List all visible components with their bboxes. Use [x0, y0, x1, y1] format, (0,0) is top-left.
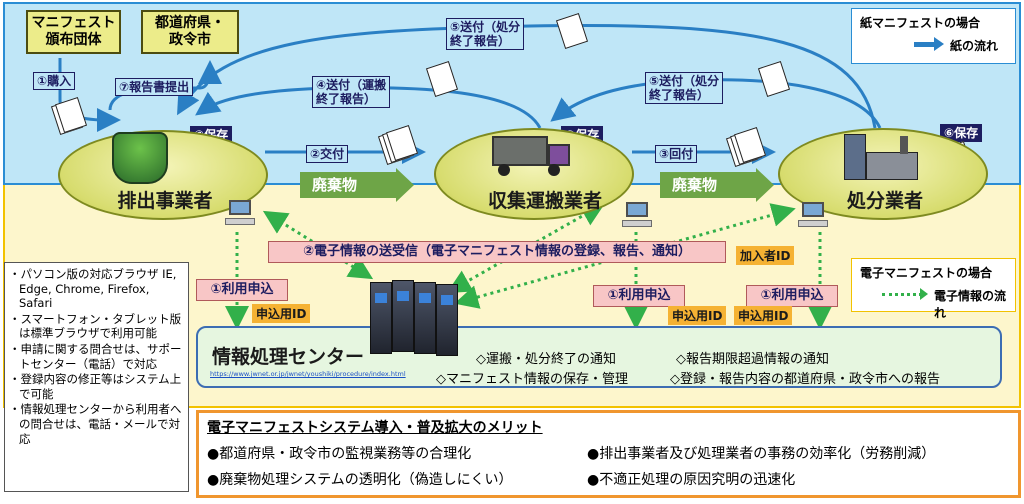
computer-icon — [798, 202, 828, 228]
center-item-1: ◇運搬・処分終了の通知 — [476, 352, 616, 367]
merit-item: ●不適正処理の原因究明の迅速化 — [587, 472, 796, 488]
merits-box: 電子マニフェストシステム導入・普及拡大のメリット ●都道府県・政令市の監視業務等… — [196, 410, 1021, 498]
manifest-org-box: マニフェスト 頒布団体 — [26, 10, 121, 54]
merit-item: ●排出事業者及び処理業者の事務の効率化（労務削減） — [587, 446, 936, 462]
electronic-legend-title: 電子マニフェストの場合 — [860, 266, 993, 280]
deliver-label: ②交付 — [306, 145, 349, 163]
side-note-item: ・パソコン版の対応ブラウザ IE, Edge, Chrome, Firefox,… — [9, 267, 177, 311]
paper-flow-swatch — [914, 42, 936, 47]
manifest-document-icon — [377, 125, 419, 165]
apply-id-right-tag: 申込用ID — [734, 306, 793, 325]
disposer-label: 処分業者 — [846, 190, 923, 212]
merit-item: ●廃棄物処理システムの透明化（偽造しにくい） — [207, 472, 513, 488]
paper-legend-title: 紙マニフェストの場合 — [860, 16, 981, 30]
prefecture-box: 都道府県・ 政令市 — [141, 10, 239, 54]
factory-icon — [840, 130, 920, 182]
merits-title: 電子マニフェストシステム導入・普及拡大のメリット — [207, 420, 543, 436]
electronic-exchange-label: ②電子情報の送受信（電子マニフェスト情報の登録、報告、通知） — [268, 241, 726, 263]
side-note-item: ・登録内容の修正等はシステム上で可能 — [9, 372, 182, 401]
send-transport-label: ④送付（運搬 終了報告） — [312, 76, 391, 108]
waste-bin-icon — [112, 132, 168, 184]
return-label: ③回付 — [655, 145, 698, 163]
send-disposal-top-line — [177, 23, 877, 129]
send-disposal-right-label: ⑤送付（処分 終了報告） — [645, 72, 724, 104]
center-item-3: ◇マニフェスト情報の保存・管理 — [436, 372, 628, 387]
server-icon — [370, 280, 460, 360]
electronic-flow-swatch — [882, 293, 922, 296]
manifest-document-icon — [555, 13, 590, 49]
center-item-4: ◇登録・報告内容の都道府県・政令市への報告 — [670, 372, 940, 387]
side-note-item: ・申請に関する問合せは、サポートセンター（電話）で対応 — [9, 341, 182, 371]
emitter-label: 排出事業者 — [117, 190, 213, 212]
manifest-document-icon — [50, 97, 88, 135]
paper-legend: 紙マニフェストの場合 紙の流れ — [851, 8, 1016, 64]
apply-id-mid-tag: 申込用ID — [668, 306, 727, 325]
disposer-center-line — [454, 203, 796, 309]
side-note-item: ・情報処理センターから利用者への問合せは、電話・メールで対応 — [9, 402, 182, 446]
paper-legend-flow: 紙の流れ — [950, 39, 999, 53]
transporter-label: 収集運搬業者 — [487, 190, 602, 212]
manifest-document-icon — [725, 127, 767, 167]
waste-arrow-2: 廃棄物 — [660, 168, 774, 202]
report-submit-label: ⑦報告書提出 — [115, 78, 194, 96]
apply-mid-label: ①利用申込 — [593, 285, 685, 307]
manifest-document-icon — [757, 61, 792, 97]
merit-item: ●都道府県・政令市の監視業務等の合理化 — [207, 446, 472, 462]
info-center-url[interactable]: https://www.jwnet.or.jp/jwnet/youshiki/p… — [210, 370, 406, 378]
center-item-2: ◇報告期限超過情報の通知 — [676, 352, 829, 367]
truck-icon — [492, 130, 572, 176]
electronic-legend-flow: 電子情報の流れ — [934, 289, 1007, 320]
side-note-item: ・スマートフォン・タブレット版は標準ブラウザで利用可能 — [9, 311, 182, 341]
info-center-box: 情報処理センター https://www.jwnet.or.jp/jwnet/y… — [196, 326, 1002, 388]
waste-arrow-1: 廃棄物 — [300, 168, 414, 202]
arrow-right-icon — [934, 37, 944, 51]
apply-id-left-tag: 申込用ID — [252, 304, 311, 323]
member-id-tag: 加入者ID — [736, 246, 795, 265]
computer-icon — [225, 200, 255, 226]
electronic-legend: 電子マニフェストの場合 電子情報の流れ — [851, 258, 1016, 320]
apply-right-label: ①利用申込 — [746, 285, 838, 307]
manifest-document-icon — [425, 61, 460, 97]
apply-left-label: ①利用申込 — [196, 279, 288, 301]
arrow-right-icon — [920, 288, 928, 300]
send-disposal-top-label: ⑤送付（処分 終了報告） — [446, 18, 525, 50]
purchase-label: ①購入 — [33, 72, 76, 90]
computer-icon — [622, 202, 652, 228]
side-notes: ・パソコン版の対応ブラウザ IE, Edge, Chrome, Firefox,… — [4, 262, 189, 492]
info-center-title: 情報処理センター — [212, 346, 365, 368]
